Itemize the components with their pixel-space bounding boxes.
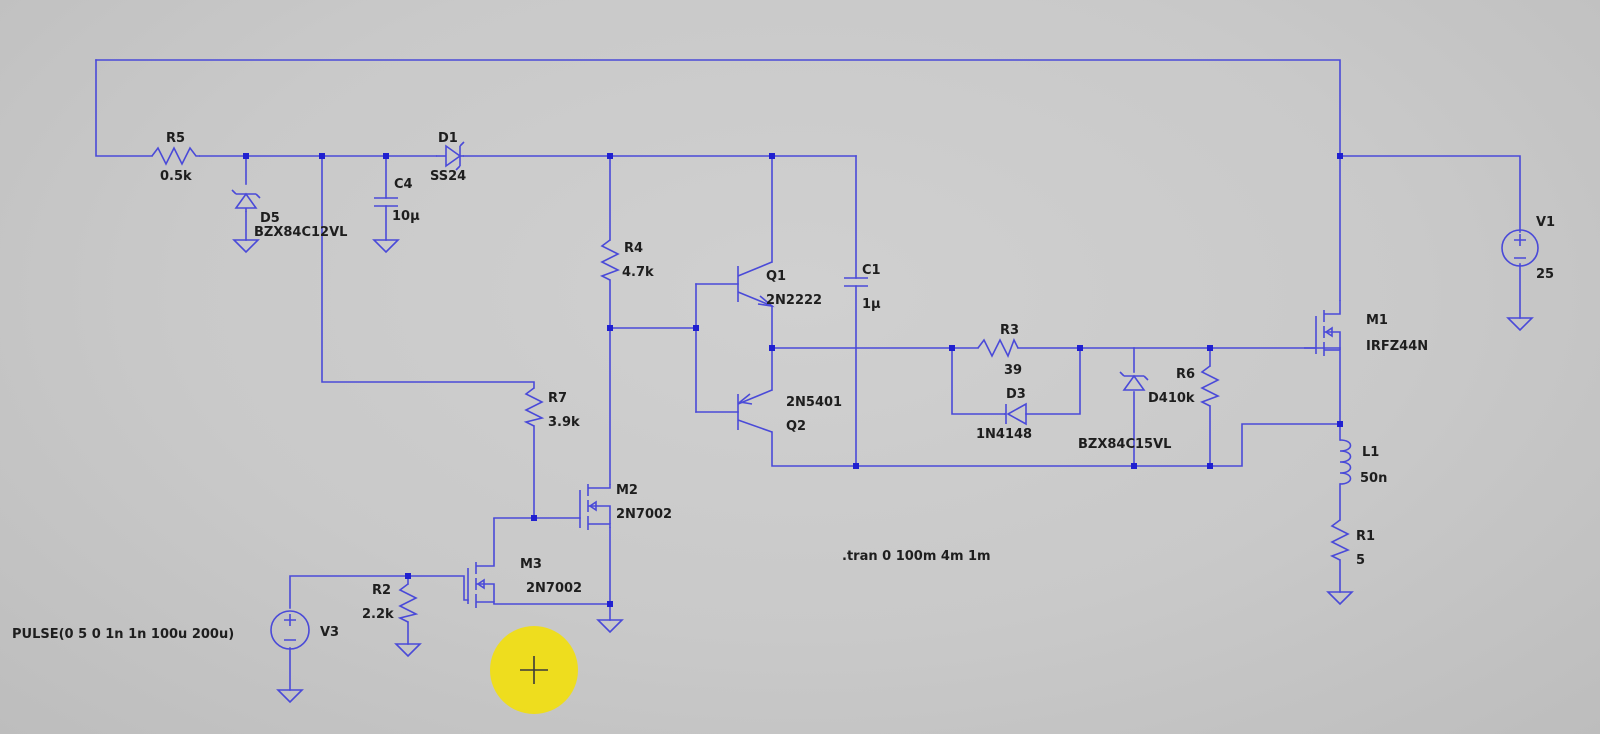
resistor-r6[interactable] xyxy=(1200,365,1220,407)
label-q1-value: 2N2222 xyxy=(766,293,822,308)
wire-v1-top xyxy=(1339,155,1521,233)
wire-d3-left xyxy=(951,347,1005,415)
zener-bzx84c15vl[interactable] xyxy=(1119,371,1149,391)
crosshair-cursor-icon xyxy=(490,626,578,714)
diode-d3[interactable] xyxy=(1004,402,1027,426)
spice-directive: .tran 0 100m 4m 1m xyxy=(842,549,991,564)
wire-top-loop xyxy=(95,59,1341,301)
label-r3: R3 xyxy=(1000,323,1019,338)
mosfet-m2[interactable] xyxy=(579,484,611,530)
label-d5-value: BZX84C12VL xyxy=(254,225,347,240)
label-r6: R6 xyxy=(1176,367,1195,382)
ground-d5 xyxy=(232,239,260,254)
label-d1: D1 xyxy=(438,131,458,146)
label-r1: R1 xyxy=(1356,529,1375,544)
label-r4-value: 4.7k xyxy=(622,265,654,280)
inductor-l1[interactable] xyxy=(1339,439,1352,485)
label-c4: C4 xyxy=(394,177,413,192)
voltage-source-v3[interactable] xyxy=(270,610,310,650)
label-r1-value: 5 xyxy=(1356,553,1365,568)
label-v3: V3 xyxy=(320,625,339,640)
label-c4-value: 10µ xyxy=(392,209,420,224)
junctions xyxy=(243,153,1343,607)
resistor-r2[interactable] xyxy=(397,583,419,623)
diode-d1[interactable] xyxy=(436,141,465,171)
label-r6-value: D410k xyxy=(1148,391,1195,406)
wire-to-r7 xyxy=(321,155,535,389)
label-v1-value: 25 xyxy=(1536,267,1554,282)
label-d1-value: SS24 xyxy=(430,169,466,184)
label-zener-value: BZX84C15VL xyxy=(1078,437,1171,452)
label-r5-value: 0.5k xyxy=(160,169,192,184)
resistor-r4[interactable] xyxy=(600,239,620,281)
label-l1: L1 xyxy=(1362,445,1379,460)
ground-r2 xyxy=(394,643,422,658)
label-v1: V1 xyxy=(1536,215,1555,230)
label-r2-value: 2.2k xyxy=(362,607,394,622)
label-r3-value: 39 xyxy=(1004,363,1022,378)
label-q1: Q1 xyxy=(766,269,786,284)
label-r4: R4 xyxy=(624,241,643,256)
ground-r1 xyxy=(1326,591,1354,606)
resistor-r1[interactable] xyxy=(1330,519,1350,561)
label-m3: M3 xyxy=(520,557,542,572)
label-q2-value: 2N5401 xyxy=(786,395,842,410)
mosfet-m1[interactable] xyxy=(1304,300,1341,356)
wires[interactable] xyxy=(95,59,1521,691)
label-c1-value: 1µ xyxy=(862,297,881,312)
ground-m2 xyxy=(596,619,624,634)
transistor-q2[interactable] xyxy=(737,389,773,433)
label-r5: R5 xyxy=(166,131,185,146)
label-m1-value: IRFZ44N xyxy=(1366,339,1428,354)
resistor-r7[interactable] xyxy=(523,387,545,427)
label-v3-value: PULSE(0 5 0 1n 1n 100u 200u) xyxy=(12,627,234,642)
ground-symbols xyxy=(232,239,1534,704)
label-c1: C1 xyxy=(862,263,881,278)
resistor-r3[interactable] xyxy=(977,338,1019,358)
mosfet-m3[interactable] xyxy=(467,518,495,608)
ground-c4 xyxy=(372,239,400,254)
label-d5: D5 xyxy=(260,211,280,226)
resistor-r5[interactable] xyxy=(151,146,200,166)
capacitor-c4[interactable] xyxy=(374,197,398,207)
label-r7-value: 3.9k xyxy=(548,415,580,430)
wire-left-loop xyxy=(95,59,153,157)
wire-v3-gate xyxy=(289,575,469,609)
transistor-q1[interactable] xyxy=(737,261,775,308)
label-r2: R2 xyxy=(372,583,391,598)
wire-bottom-rail xyxy=(771,423,1341,467)
label-m3-value: 2N7002 xyxy=(526,581,582,596)
label-r7: R7 xyxy=(548,391,567,406)
label-q2: Q2 xyxy=(786,419,806,434)
zener-d5[interactable] xyxy=(231,189,261,212)
label-m1: M1 xyxy=(1366,313,1388,328)
voltage-source-v1[interactable] xyxy=(1501,229,1539,267)
label-l1-value: 50n xyxy=(1360,471,1387,486)
label-d3-value: 1N4148 xyxy=(976,427,1032,442)
ground-v1 xyxy=(1506,317,1534,332)
label-d3: D3 xyxy=(1006,387,1026,402)
label-m2-value: 2N7002 xyxy=(616,507,672,522)
wire-d3-right xyxy=(1025,347,1081,415)
label-m2: M2 xyxy=(616,483,638,498)
component-labels: R5 0.5k D5 BZX84C12VL C4 10µ D1 SS24 R4 … xyxy=(12,131,1555,642)
capacitor-c1[interactable] xyxy=(844,277,868,287)
ground-v3 xyxy=(276,689,304,704)
